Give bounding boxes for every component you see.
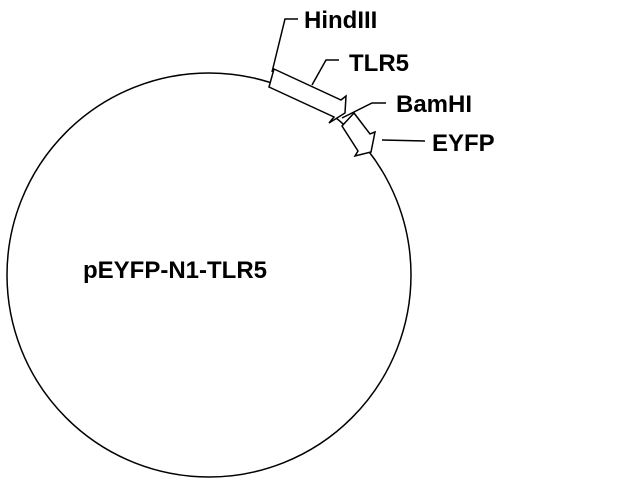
eyfp-arrow: [341, 111, 377, 158]
eyfp-label: EYFP: [432, 130, 495, 157]
hindiii-leader-line: [271, 18, 298, 73]
tlr5-leader-line: [311, 59, 339, 86]
tlr5-label: TLR5: [349, 50, 409, 77]
plasmid-name-label: pEYFP-N1-TLR5: [83, 257, 267, 284]
hindiii-label: HindIII: [304, 7, 377, 34]
bamhi-leader-line: [341, 102, 386, 119]
eyfp-leader-line: [381, 139, 426, 142]
tlr5-arrow: [268, 67, 347, 124]
plasmid-circle: [6, 72, 412, 478]
bamhi-label: BamHI: [396, 91, 472, 118]
